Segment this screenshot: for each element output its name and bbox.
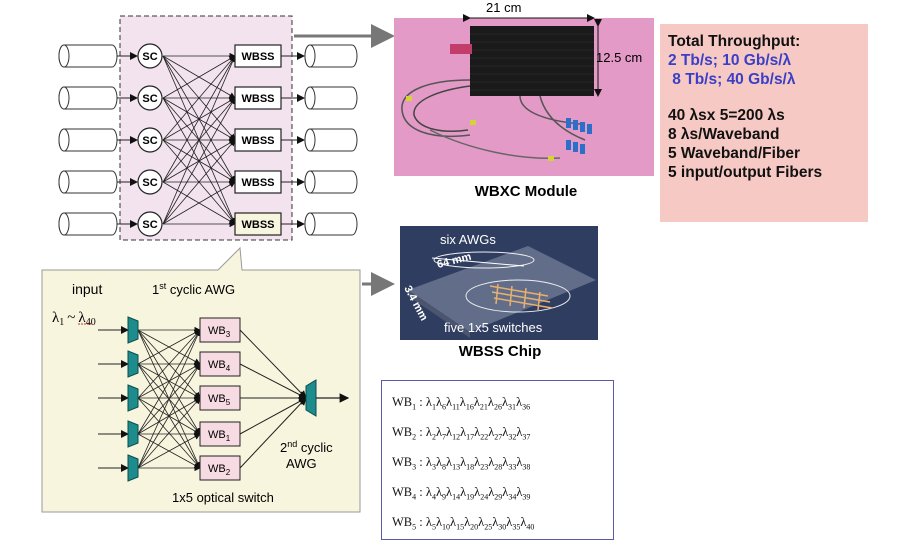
wb-block [199, 421, 241, 447]
awg2-element [305, 379, 317, 417]
throughput-line-2: 8 Tb/s; 40 Gb/s/λ [668, 71, 796, 88]
chip-caption: WBSS Chip [459, 343, 542, 360]
wbss-label: WBSS [242, 219, 275, 231]
sc-label: SC [142, 219, 157, 231]
wbss-label: WBSS [242, 51, 275, 63]
throughput-line-6: 5 input/output Fibers [668, 164, 823, 181]
wb-block-label: WB4 [208, 359, 231, 373]
sc-node [137, 211, 163, 237]
wb-block-label: WB3 [208, 325, 231, 339]
wb-block-label: WB1 [208, 429, 231, 443]
sc-node [137, 169, 163, 195]
throughput-line-5: 5 Waveband/Fiber [668, 145, 801, 162]
optical-switch-label: 1x5 optical switch [172, 490, 274, 505]
sc-node [137, 85, 163, 111]
waveband-row: WB3 : λ3λ8λ13λ18λ23λ28λ33λ38 [392, 455, 531, 472]
awg1-element [127, 384, 139, 412]
awg2-label-line2: AWG [286, 456, 317, 471]
throughput-line-1: 2 Tb/s; 10 Gb/s/λ [668, 52, 792, 69]
waveband-row: WB1 : λ1λ6λ11λ16λ21λ26λ31λ36 [392, 395, 531, 412]
module-caption: WBXC Module [475, 183, 578, 200]
wbss-label: WBSS [242, 93, 275, 105]
waveband-row: WB4 : λ4λ9λ14λ19λ24λ29λ34λ39 [392, 485, 531, 502]
awg1-element [127, 316, 139, 344]
wb-block [199, 455, 241, 481]
chip-awg-label: six AWGs [440, 232, 496, 247]
throughput-line-3: 40 λsx 5=200 λs [668, 107, 785, 124]
wbss-label: WBSS [242, 177, 275, 189]
wbxc-module-photo [394, 18, 654, 176]
awg1-element [127, 454, 139, 482]
throughput-title: Total Throughput: [668, 33, 801, 50]
throughput-box: Total Throughput: 2 Tb/s; 10 Gb/s/λ 8 Tb… [660, 24, 868, 222]
sc-label: SC [142, 135, 157, 147]
awg2-label: 2nd cyclic [280, 439, 333, 455]
awg1-element [127, 350, 139, 378]
throughput-line-4: 8 λs/Waveband [668, 126, 780, 143]
waveband-row: WB2 : λ2λ7λ12λ17λ22λ27λ32λ37 [392, 425, 531, 442]
detail-input-label: input [72, 281, 102, 297]
module-height-label: 12.5 cm [596, 50, 642, 65]
wb-block [199, 351, 241, 377]
sc-node [137, 43, 163, 69]
sc-label: SC [142, 51, 157, 63]
sc-label: SC [142, 93, 157, 105]
awg1-label: 1st cyclic AWG [152, 281, 235, 297]
wb-block-label: WB2 [208, 463, 231, 477]
awg1-element [127, 420, 139, 448]
detail-callout [41, 246, 361, 513]
sc-node [137, 127, 163, 153]
detail-lambda-range: λ1~λ40 [52, 310, 96, 328]
wb-block [199, 385, 241, 411]
sc-label: SC [142, 177, 157, 189]
waveband-row: WB5 : λ5λ10λ15λ20λ25λ30λ35λ40 [392, 515, 535, 532]
wb-block-label: WB5 [208, 393, 231, 407]
wbss-label: WBSS [242, 135, 275, 147]
wbss-chip-photo [400, 226, 598, 340]
module-width-label: 21 cm [486, 0, 521, 15]
chip-switch-label: five 1x5 switches [444, 320, 543, 335]
